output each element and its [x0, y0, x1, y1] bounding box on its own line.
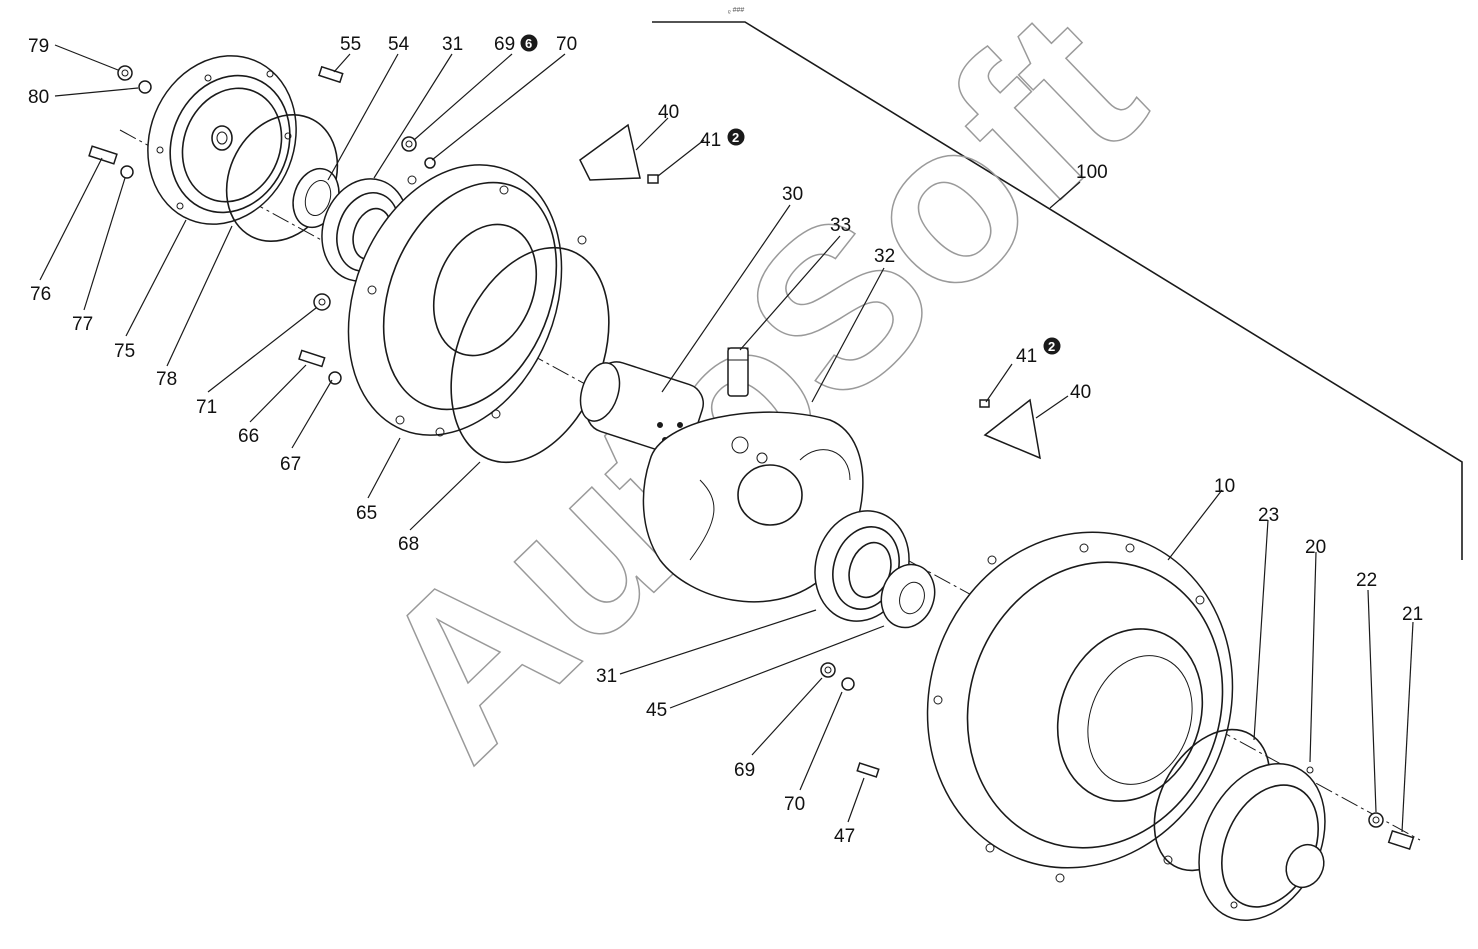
washer-70-lower — [841, 677, 855, 691]
callout-21: 21 — [1402, 604, 1423, 625]
callout-70-upper: 70 — [556, 34, 577, 55]
pin-33 — [727, 347, 749, 397]
badge-69-circle — [520, 34, 538, 52]
bolt-55 — [318, 65, 344, 84]
callout-77: 77 — [72, 314, 93, 335]
callout-70-lower: 70 — [784, 794, 805, 815]
callout-31-upper: 31 — [442, 34, 463, 55]
assembly-bracket — [652, 21, 1463, 560]
bolt-21 — [1387, 829, 1415, 851]
callout-32: 32 — [874, 246, 895, 267]
washer-77 — [120, 165, 134, 179]
collar-45 — [880, 563, 936, 629]
callout-75: 75 — [114, 341, 135, 362]
callout-41-lower: 41 — [1016, 346, 1037, 367]
callout-55: 55 — [340, 34, 361, 55]
callout-69-lower: 69 — [734, 760, 755, 781]
callout-45: 45 — [646, 700, 667, 721]
bolt-76 — [88, 145, 118, 165]
badge-69-text: 6 — [525, 36, 532, 51]
plate-40-lower — [983, 398, 1041, 460]
callout-68: 68 — [398, 534, 419, 555]
callout-40-upper: 40 — [658, 102, 679, 123]
callout-54: 54 — [388, 34, 410, 55]
badge-41-lower-circle — [1043, 337, 1061, 355]
callout-69-upper: 69 — [494, 34, 515, 55]
bolt-79 — [117, 65, 133, 81]
nut-69-upper — [401, 136, 417, 152]
screw-41-upper — [647, 174, 659, 184]
callout-33: 33 — [830, 215, 851, 236]
nut-71 — [313, 293, 331, 311]
callout-30: 30 — [782, 184, 803, 205]
callout-67: 67 — [280, 454, 301, 475]
leader-lines — [39, 44, 1414, 833]
callout-22: 22 — [1356, 570, 1377, 591]
callout-10: 10 — [1214, 476, 1235, 497]
callout-66: 66 — [238, 426, 259, 447]
callout-40-lower: 40 — [1070, 382, 1091, 403]
drawing-stamp: ᵨ ### — [728, 7, 744, 14]
callout-80: 80 — [28, 87, 49, 108]
callout-65: 65 — [356, 503, 377, 524]
callout-31-lower: 31 — [596, 666, 617, 687]
screw-41-lower — [979, 399, 990, 408]
housing-65 — [347, 164, 587, 437]
screw-47 — [856, 762, 880, 778]
badge-41-upper-circle — [727, 128, 745, 146]
bolt-66 — [298, 349, 326, 368]
plate-40-upper — [579, 123, 641, 181]
badge-41-lower-text: 2 — [1048, 339, 1055, 354]
callout-71: 71 — [196, 397, 217, 418]
cover-20 — [1198, 762, 1326, 922]
front-cover-75 — [147, 55, 297, 225]
nut-22 — [1368, 812, 1384, 828]
callout-23: 23 — [1258, 505, 1279, 526]
callout-41-upper: 41 — [700, 130, 721, 151]
washer-80 — [138, 80, 152, 94]
callout-47: 47 — [834, 826, 855, 847]
callout-76: 76 — [30, 284, 51, 305]
callout-78: 78 — [156, 369, 177, 390]
callout-79: 79 — [28, 36, 49, 57]
badge-41-upper-text: 2 — [732, 130, 739, 145]
callout-labels: 79 80 55 54 31 69 6 70 40 41 2 100 30 33… — [28, 34, 1423, 847]
washer-70-upper — [424, 157, 436, 169]
housing-10 — [926, 531, 1234, 883]
callout-20: 20 — [1305, 537, 1326, 558]
nut-69-lower — [820, 662, 836, 678]
callout-100: 100 — [1076, 162, 1108, 183]
